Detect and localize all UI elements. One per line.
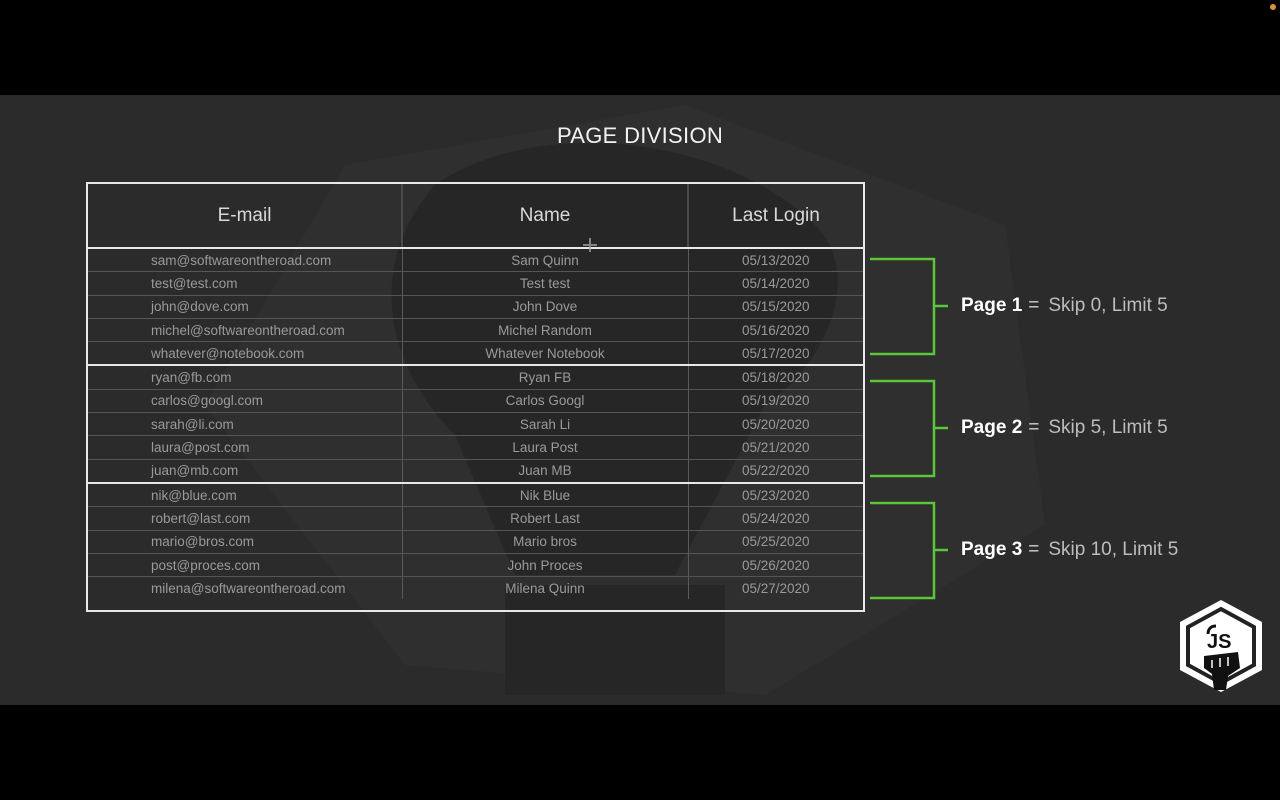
email-cell: juan@mb.com <box>88 459 403 484</box>
email-cell: test@test.com <box>88 271 403 296</box>
name-cell: Test test <box>402 271 689 296</box>
column-header-name: Name <box>402 184 689 249</box>
last-login-cell: 05/23/2020 <box>688 482 863 508</box>
users-table: E-mail Name Last Login sam@softwareonthe… <box>86 182 865 612</box>
crosshair-cursor-icon <box>583 238 597 252</box>
page-3-bracket <box>870 501 948 600</box>
email-cell: mario@bros.com <box>88 530 403 554</box>
name-cell: Mario bros <box>402 530 689 554</box>
last-login-cell: 05/17/2020 <box>688 341 863 367</box>
name-cell: Laura Post <box>402 435 689 460</box>
page-number: Page 1 <box>961 295 1023 316</box>
name-cell: Nik Blue <box>402 482 689 508</box>
last-login-cell: 05/18/2020 <box>688 365 863 390</box>
svg-text:JS: JS <box>1207 631 1231 653</box>
name-cell: Sarah Li <box>402 412 689 437</box>
name-cell: Sam Quinn <box>402 248 689 273</box>
email-cell: post@proces.com <box>88 553 403 578</box>
page-number: Page 3 <box>961 539 1023 560</box>
slide-title: PAGE DIVISION <box>556 123 724 148</box>
name-cell: John Dove <box>402 295 689 319</box>
last-login-cell: 05/22/2020 <box>688 459 863 484</box>
slide: PAGE DIVISION E-mail Name Last Login sam… <box>0 95 1280 705</box>
last-login-cell: 05/26/2020 <box>688 553 863 578</box>
name-cell: Whatever Notebook <box>402 341 689 367</box>
email-cell: ryan@fb.com <box>88 365 403 390</box>
page-detail: Skip 5, Limit 5 <box>1048 417 1168 438</box>
last-login-cell: 05/21/2020 <box>688 435 863 460</box>
email-cell: michel@softwareontheroad.com <box>88 318 403 343</box>
email-cell: laura@post.com <box>88 435 403 460</box>
page-1-bracket <box>870 257 948 356</box>
last-login-cell: 05/24/2020 <box>688 506 863 531</box>
status-dot <box>1270 4 1276 10</box>
email-cell: nik@blue.com <box>88 482 403 508</box>
email-cell: sam@softwareontheroad.com <box>88 248 403 273</box>
last-login-cell: 05/16/2020 <box>688 318 863 343</box>
equals-sign: = <box>1028 417 1040 438</box>
name-cell: Carlos Googl <box>402 389 689 414</box>
js-logo-icon: JS <box>1180 600 1262 692</box>
name-cell: Michel Random <box>402 318 689 343</box>
page-detail: Skip 10, Limit 5 <box>1048 539 1179 560</box>
page-2-bracket <box>870 379 948 478</box>
email-cell: john@dove.com <box>88 295 403 319</box>
email-cell: carlos@googl.com <box>88 389 403 414</box>
name-cell: Ryan FB <box>402 365 689 390</box>
column-header-last-login: Last Login <box>688 184 863 249</box>
page-1-label: Page 1= Skip 0, Limit 5 <box>961 295 1168 317</box>
name-cell: John Proces <box>402 553 689 578</box>
last-login-cell: 05/25/2020 <box>688 530 863 554</box>
page-3-label: Page 3= Skip 10, Limit 5 <box>961 539 1178 561</box>
last-login-cell: 05/27/2020 <box>741 580 810 596</box>
page-detail: Skip 0, Limit 5 <box>1048 295 1168 316</box>
last-login-cell: 05/15/2020 <box>688 295 863 319</box>
last-login-cell: 05/13/2020 <box>688 248 863 273</box>
last-login-cell: 05/14/2020 <box>688 271 863 296</box>
name-cell: Robert Last <box>402 506 689 531</box>
name-cell: Juan MB <box>402 459 689 484</box>
email-cell: sarah@li.com <box>88 412 403 437</box>
email-cell: whatever@notebook.com <box>88 341 403 367</box>
equals-sign: = <box>1028 295 1040 316</box>
equals-sign: = <box>1028 539 1040 560</box>
table-header-row: E-mail Name Last Login <box>88 184 863 249</box>
last-login-cell: 05/20/2020 <box>688 412 863 437</box>
email-cell: milena@softwareontheroad.com <box>88 576 403 600</box>
name-cell: Milena Quinn <box>402 576 689 600</box>
page-number: Page 2 <box>961 417 1023 438</box>
last-login-cell: 05/19/2020 <box>688 389 863 414</box>
column-header-email: E-mail <box>88 184 403 249</box>
page-2-label: Page 2= Skip 5, Limit 5 <box>961 417 1168 439</box>
email-cell: robert@last.com <box>88 506 403 531</box>
